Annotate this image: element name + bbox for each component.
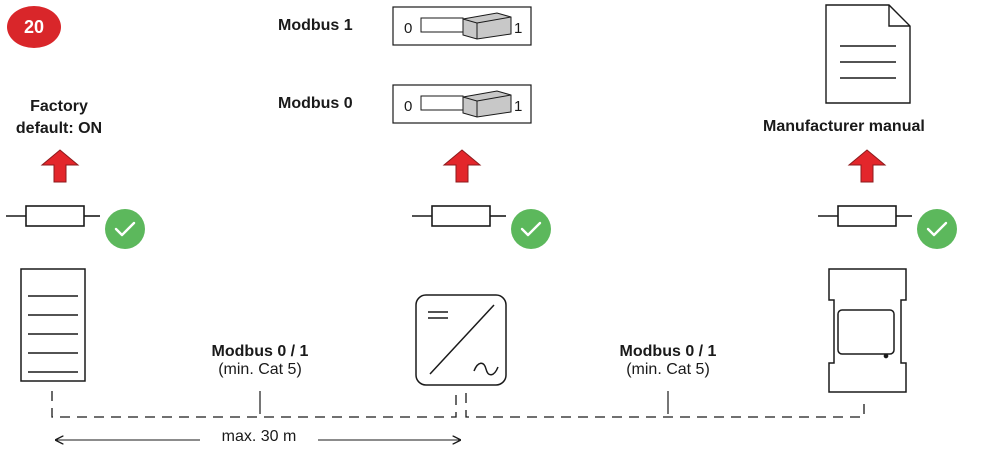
factory-default-line2: default: ON	[15, 120, 103, 137]
connection-title-right: Modbus 0 / 1	[619, 343, 717, 360]
modbus0-off-label: 0	[404, 98, 412, 115]
modbus1-label: Modbus 1	[278, 17, 353, 34]
dip-switch-modbus1	[392, 6, 532, 46]
distance-label: max. 30 m	[221, 428, 297, 445]
meter-device-icon	[828, 268, 907, 393]
step-badge: 20	[7, 6, 61, 48]
resistor-icon-left	[6, 205, 100, 227]
modbus0-label: Modbus 0	[278, 95, 353, 112]
check-icon-left	[105, 209, 145, 249]
modbus0-on-label: 1	[514, 98, 522, 115]
connection-label-right: Modbus 0 / 1 (min. Cat 5)	[588, 343, 748, 379]
check-icon-right	[917, 209, 957, 249]
modbus1-on-label: 1	[514, 20, 522, 37]
arrow-up-icon-right	[847, 149, 887, 183]
document-icon	[825, 4, 911, 104]
battery-device-icon	[20, 268, 86, 382]
modbus1-off-label: 0	[404, 20, 412, 37]
factory-default-line1: Factory	[30, 98, 88, 115]
connection-title-left: Modbus 0 / 1	[211, 343, 309, 360]
arrow-up-icon-left	[40, 149, 80, 183]
arrow-up-icon-middle	[442, 149, 482, 183]
dip-switch-modbus0	[392, 84, 532, 124]
manufacturer-manual-label: Manufacturer manual	[763, 118, 925, 135]
connection-note-left: (min. Cat 5)	[218, 361, 302, 378]
connection-label-left: Modbus 0 / 1 (min. Cat 5)	[180, 343, 340, 379]
inverter-device-icon	[415, 294, 507, 386]
connection-note-right: (min. Cat 5)	[626, 361, 710, 378]
check-icon-middle	[511, 209, 551, 249]
resistor-icon-right	[818, 205, 912, 227]
factory-default-label: Factory default: ON	[0, 96, 118, 140]
resistor-icon-middle	[412, 205, 506, 227]
modbus-cable	[51, 391, 865, 418]
